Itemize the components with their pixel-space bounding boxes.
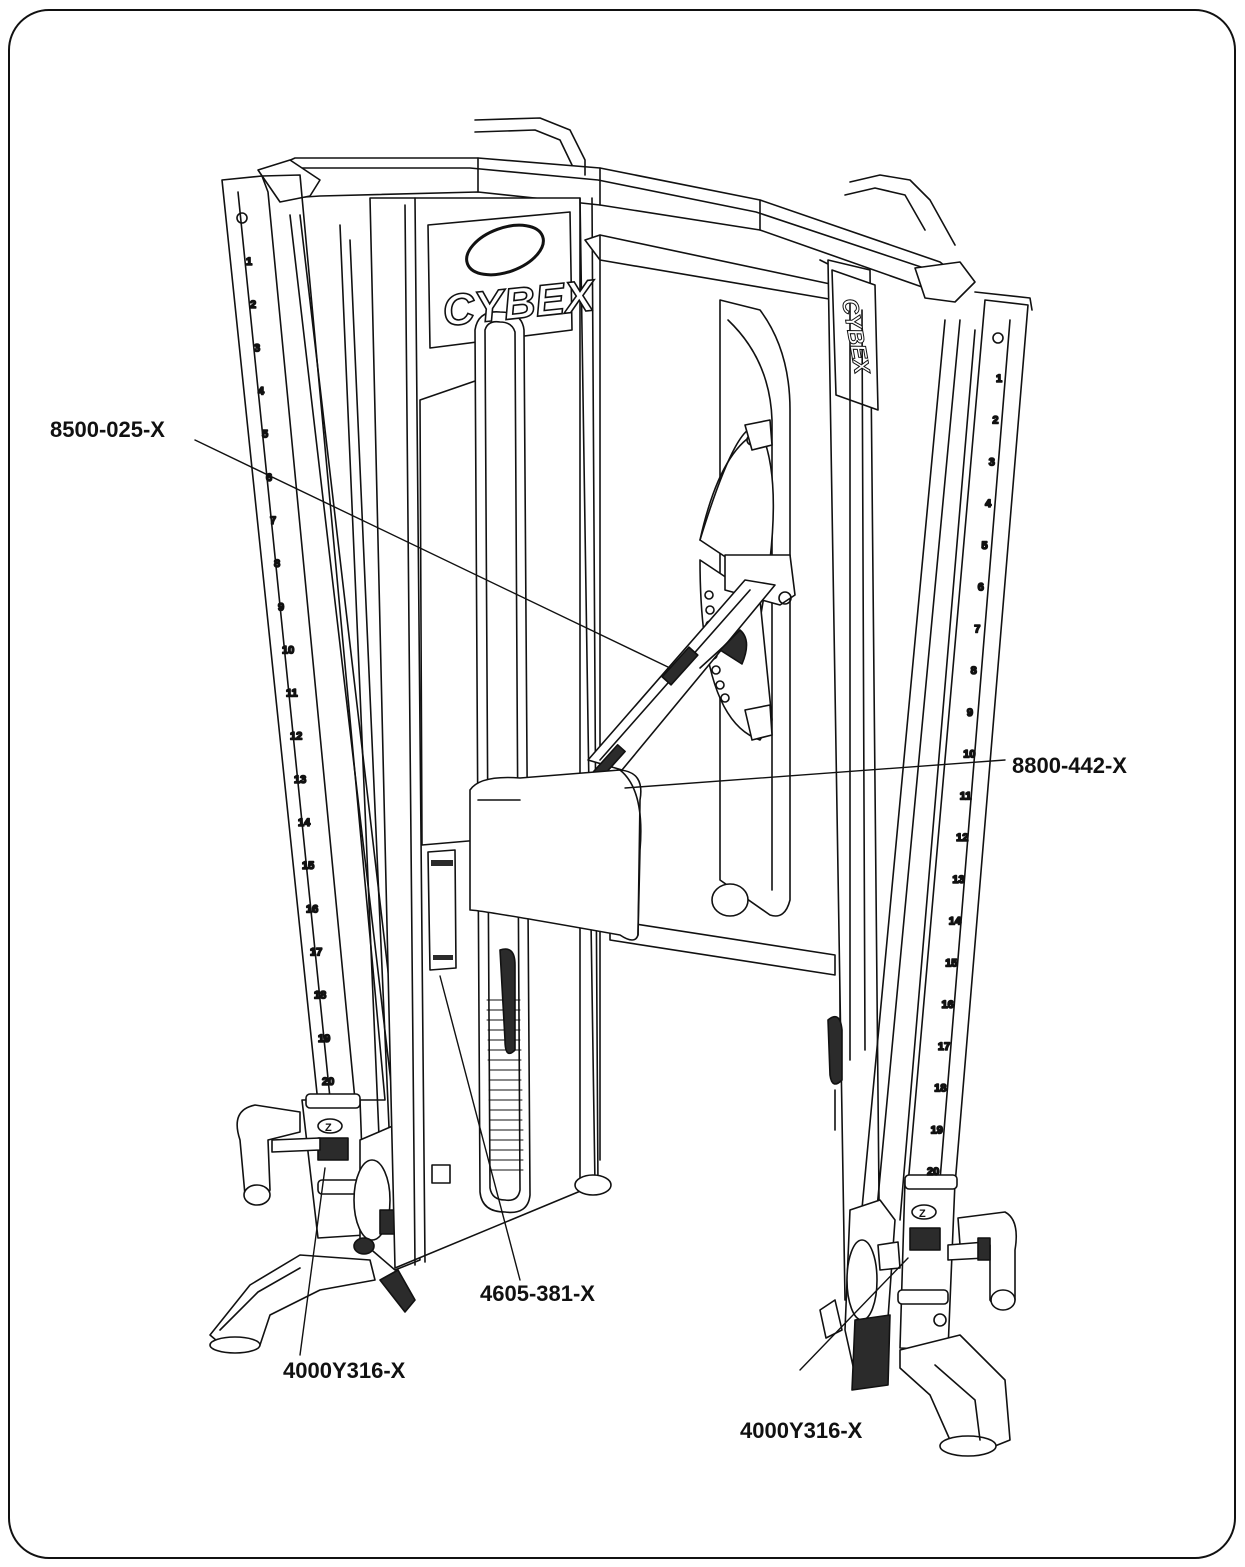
- left-collar-marker: [317, 1118, 343, 1134]
- pop-pin-knob: [719, 629, 748, 665]
- right-scale-number: 12: [956, 832, 968, 844]
- left-scale-number: 11: [286, 688, 298, 700]
- right-scale-number: 10: [963, 749, 975, 761]
- left-collar-top: [305, 1093, 361, 1109]
- leader-4000y316-x-right: [799, 1257, 909, 1371]
- callout-8800-442-x: 8800-442-X: [1012, 753, 1127, 778]
- left-scale-number: 17: [310, 947, 322, 959]
- right-scale-number: 1: [996, 373, 1002, 385]
- leader-8800-442-x: [624, 759, 1006, 789]
- right-scale-number: 5: [982, 540, 988, 552]
- right-collar-top: [904, 1174, 958, 1190]
- left-column: [221, 174, 386, 1239]
- selector-window: [427, 849, 457, 971]
- left-scale-number: 2: [250, 299, 256, 311]
- left-scale-number: 8: [274, 558, 280, 570]
- leader-4000y316-x-left: [299, 1167, 326, 1356]
- left-handle: [236, 1104, 321, 1206]
- arm-assembly: [469, 419, 796, 941]
- right-collar-marker-label: Z: [919, 1208, 926, 1220]
- info-plate: [419, 379, 481, 846]
- rear-frame: [584, 234, 841, 1161]
- arm-label-upper: [661, 646, 699, 686]
- right-scale-number: 11: [960, 790, 972, 802]
- right-collar-bottom: [897, 1289, 949, 1305]
- weight-stack-slot: [474, 311, 531, 1214]
- right-handle: [947, 1211, 1018, 1311]
- right-scale-number: 19: [931, 1124, 943, 1136]
- left-scale-number: 18: [314, 990, 326, 1002]
- left-scale-number: 16: [306, 903, 318, 915]
- right-scale-number: 3: [989, 457, 995, 469]
- logo-swoosh-icon: [465, 223, 545, 277]
- left-scale-number: 20: [322, 1076, 334, 1088]
- right-spring: [827, 1015, 843, 1085]
- left-scale-number: 15: [302, 860, 314, 872]
- left-pin-knob: [317, 1137, 349, 1161]
- leader-lines: [194, 439, 1006, 1371]
- right-scale-number: 18: [934, 1083, 946, 1095]
- right-scale-number: 9: [967, 707, 973, 719]
- right-scale-number: 7: [974, 623, 980, 635]
- right-scale-number: 20: [927, 1166, 939, 1178]
- seat-pad: [469, 769, 642, 941]
- left-scale-number: 6: [266, 472, 272, 484]
- callout-4605-381-x: 4605-381-X: [480, 1281, 595, 1306]
- rear-bumper: [711, 883, 749, 917]
- right-column: [897, 291, 1033, 1351]
- top-crossbar: [257, 117, 976, 303]
- leader-8500-025-x: [194, 439, 671, 669]
- right-scale-number: 17: [938, 1041, 950, 1053]
- left-scale-number: 14: [298, 817, 311, 829]
- right-collar-marker: [911, 1204, 937, 1220]
- right-scale-number: 8: [971, 665, 977, 677]
- left-scale-number: 10: [282, 644, 294, 656]
- left-scale-number: 9: [278, 601, 284, 613]
- right-scale-number: 6: [978, 582, 984, 594]
- center-tower: [369, 197, 612, 1269]
- right-scale-number: 4: [985, 498, 992, 510]
- diagram-border: [8, 9, 1236, 1559]
- logo-panel: [427, 211, 573, 349]
- left-scale-number: 4: [258, 386, 265, 398]
- left-scale-number: 12: [290, 731, 302, 743]
- left-collar-marker-label: Z: [325, 1122, 332, 1134]
- left-scale-number: 5: [262, 429, 268, 441]
- leader-4605-381-x: [439, 975, 521, 1281]
- callout-8500-025-x: 8500-025-X: [50, 417, 165, 442]
- small-square: [431, 1164, 451, 1184]
- callout-4000y316-x-right: 4000Y316-X: [740, 1418, 863, 1443]
- right-pin-knob: [909, 1227, 941, 1251]
- right-foot: [899, 1334, 1011, 1457]
- right-scale-number: 14: [949, 916, 962, 928]
- left-scale-number: 13: [294, 774, 306, 786]
- right-scale-number: 13: [952, 874, 964, 886]
- left-scale-number: 1: [246, 256, 252, 268]
- left-scale-number: 7: [270, 515, 276, 527]
- right-scale-number: 2: [992, 415, 998, 427]
- callout-4000y316-x-left: 4000Y316-X: [283, 1358, 406, 1383]
- right-scale-number: 15: [945, 957, 957, 969]
- right-tower: [827, 259, 881, 1301]
- right-scale-number: 16: [942, 999, 954, 1011]
- left-scale-number: 19: [318, 1033, 330, 1045]
- left-scale-number: 3: [254, 342, 260, 354]
- right-pulley: [819, 1199, 901, 1391]
- left-spring: [499, 948, 516, 1055]
- right-logo-panel: [831, 269, 879, 411]
- left-foot: [209, 1254, 376, 1354]
- right-cables: [859, 319, 976, 1231]
